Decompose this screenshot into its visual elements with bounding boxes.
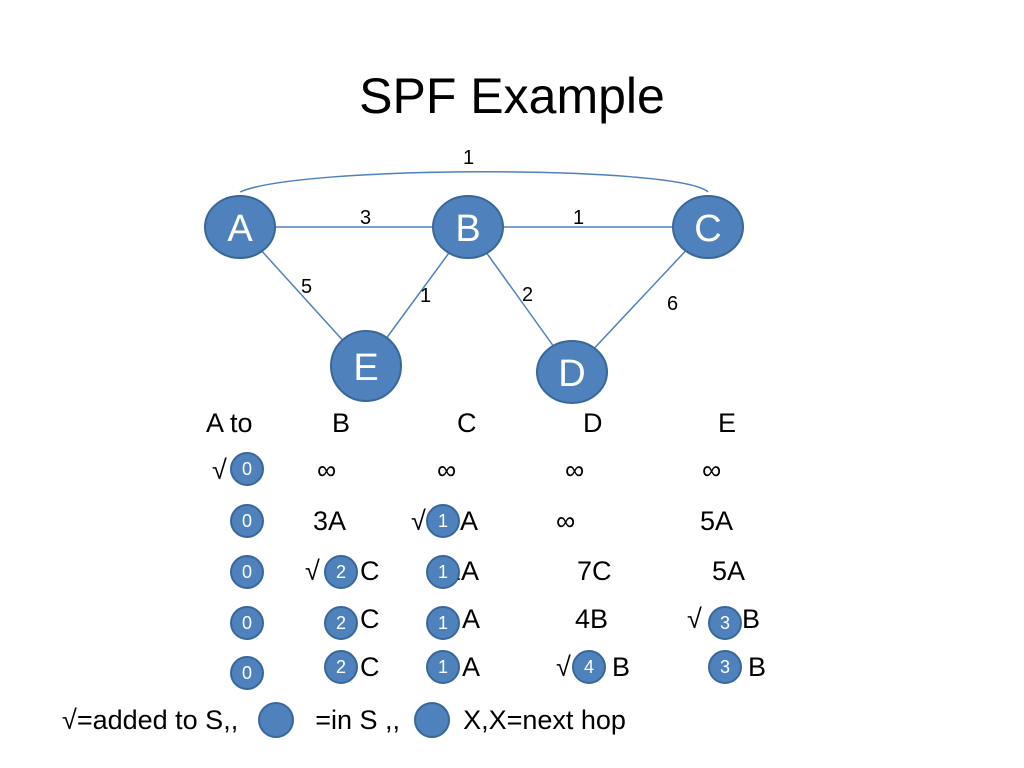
- row4-d-badge: 4: [572, 650, 606, 684]
- legend-in-s-circle: [257, 701, 294, 738]
- row3-a-badge: 0: [230, 606, 264, 640]
- node-b: [432, 195, 504, 259]
- row0-b: ∞: [317, 455, 337, 485]
- row4-d: B: [612, 652, 631, 682]
- row0-e: ∞: [702, 455, 722, 485]
- row3-e: B: [742, 604, 761, 634]
- row0-check: √: [212, 455, 227, 485]
- node-label-b: B: [455, 208, 480, 250]
- header-d: D: [583, 408, 603, 438]
- row4-b: C: [360, 652, 380, 682]
- row3-c-badge: 1: [426, 606, 460, 640]
- legend-next-hop-text: X,X=next hop: [463, 704, 626, 735]
- row1-c-badge: 1: [426, 504, 460, 538]
- header-b: B: [332, 408, 351, 438]
- node-c: [672, 195, 744, 259]
- row3-e-check: √: [687, 604, 702, 634]
- row2-c-badge: 1: [426, 555, 460, 589]
- edge-label-b-d: 2: [522, 284, 533, 306]
- row2-d: 7C: [577, 556, 612, 586]
- node-label-a: A: [227, 208, 253, 250]
- row2-a-badge: 0: [230, 555, 264, 589]
- row3-e-badge: 3: [708, 606, 742, 640]
- row4-e: B: [748, 652, 767, 682]
- row0-a-badge: 0: [230, 452, 264, 486]
- network-graph: 1 3 1 5 1 2 6 A B C D E: [204, 147, 744, 404]
- edge-label-c-d: 6: [667, 293, 678, 315]
- row3-c: A: [462, 604, 481, 634]
- row3-b: C: [360, 604, 380, 634]
- edge-label-a-c: 1: [463, 147, 474, 169]
- row4-d-check: √: [556, 652, 571, 682]
- legend-next-hop-circle: [413, 701, 450, 738]
- slide-title: SPF Example: [359, 68, 665, 124]
- row4-b-badge: 2: [324, 650, 358, 684]
- legend-in-s-text: =in S ,,: [315, 704, 401, 735]
- edge-label-e-b: 1: [420, 285, 431, 307]
- row2-b: C: [360, 556, 380, 586]
- node-e: [330, 330, 402, 402]
- row0-c: ∞: [437, 455, 457, 485]
- row1-d: ∞: [556, 506, 576, 536]
- edge-label-a-e: 5: [301, 276, 312, 298]
- row2-b-check: √: [305, 556, 320, 586]
- header-c: C: [457, 408, 477, 438]
- header-a-to: A to: [206, 408, 253, 438]
- row3-b-badge: 2: [324, 606, 358, 640]
- legend: √=added to S,, =in S ,, X,X=next hop: [62, 700, 626, 738]
- row1-b: 3A: [313, 506, 347, 536]
- row4-c: A: [462, 652, 481, 682]
- row3-d: 4B: [575, 604, 609, 634]
- node-a: [204, 195, 276, 259]
- node-label-d: D: [558, 353, 585, 395]
- row4-e-badge: 3: [708, 650, 742, 684]
- edge-a-c: [239, 171, 709, 193]
- row1-c: A: [460, 506, 479, 536]
- node-d: [536, 340, 608, 404]
- row4-c-badge: 1: [426, 650, 460, 684]
- edge-label-b-c: 1: [573, 207, 584, 229]
- row1-c-check: √: [411, 506, 426, 536]
- edge-label-a-b: 3: [360, 207, 371, 229]
- row2-e: 5A: [712, 556, 746, 586]
- row2-b-badge: 2: [324, 555, 358, 589]
- node-label-c: C: [694, 208, 721, 250]
- row1-e: 5A: [700, 506, 734, 536]
- row4-a-badge: 0: [230, 656, 264, 690]
- node-label-e: E: [353, 347, 378, 389]
- header-e: E: [718, 408, 737, 438]
- row0-d: ∞: [565, 455, 585, 485]
- legend-added-text: √=added to S,,: [62, 704, 239, 735]
- row1-a-badge: 0: [230, 504, 264, 538]
